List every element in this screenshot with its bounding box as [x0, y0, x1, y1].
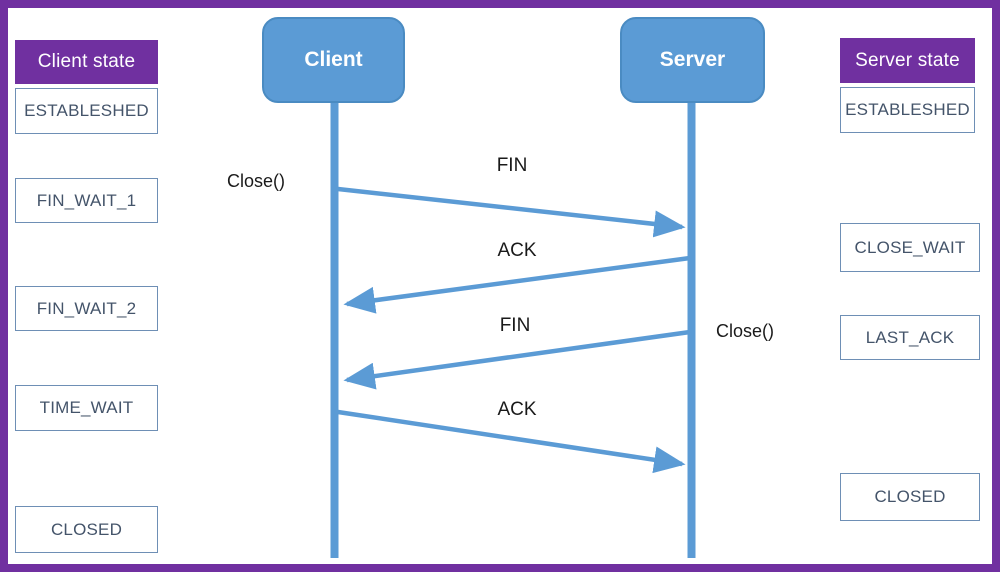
- ack-arrow-client-to-server: [337, 409, 686, 474]
- fin-label-2: FIN: [499, 315, 531, 336]
- server-state-closed: CLOSED: [840, 473, 980, 521]
- client-state-header: Client state: [15, 40, 158, 84]
- client-close-label: Close(): [227, 171, 286, 191]
- ack-label-2: ACK: [497, 399, 537, 420]
- client-state-estableshed: ESTABLESHED: [15, 88, 158, 134]
- fin-arrow-client-to-server: [337, 186, 686, 238]
- fin-arrow-server-to-client: [343, 329, 691, 390]
- server-state-estableshed: ESTABLESHED: [840, 87, 975, 133]
- server-state-last-ack: LAST_ACK: [840, 315, 980, 360]
- ack-label-1: ACK: [497, 240, 537, 261]
- ack-arrow-server-to-client: [343, 255, 691, 314]
- server-state-header: Server state: [840, 38, 975, 83]
- client-state-closed: CLOSED: [15, 506, 158, 553]
- client-actor-box: Client: [262, 17, 405, 103]
- client-state-time-wait: TIME_WAIT: [15, 385, 158, 431]
- lifelines-and-arrows: [330, 103, 696, 558]
- server-actor-box: Server: [620, 17, 765, 103]
- client-state-fin-wait-1: FIN_WAIT_1: [15, 178, 158, 223]
- server-close-label: Close(): [716, 321, 775, 341]
- server-state-close-wait: CLOSE_WAIT: [840, 223, 980, 272]
- fin-label-1: FIN: [496, 155, 528, 176]
- client-state-fin-wait-2: FIN_WAIT_2: [15, 286, 158, 331]
